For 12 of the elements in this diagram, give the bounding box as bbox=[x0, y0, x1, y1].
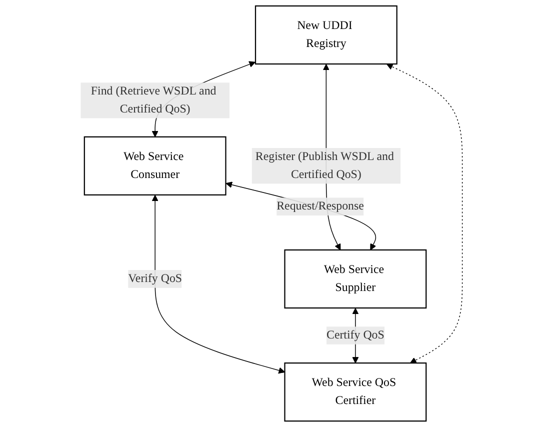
node-box: Web Service Supplier bbox=[284, 249, 427, 309]
edge-label: Register (Publish WSDL and Certified QoS) bbox=[255, 150, 394, 181]
arrow bbox=[226, 182, 376, 250]
edge-label: Request/Response bbox=[276, 200, 364, 213]
node-box: New UDDI Registry bbox=[254, 5, 398, 65]
node-box: Web Service QoS Certifier bbox=[284, 362, 427, 422]
edge-label: Verify QoS bbox=[128, 272, 182, 285]
edge-label: Certify QoS bbox=[326, 328, 384, 342]
node-box: Web Service Consumer bbox=[84, 136, 226, 196]
arrow bbox=[152, 194, 286, 374]
arrow bbox=[386, 64, 463, 364]
edge-label: Find (Retrieve WSDL and Certified QoS) bbox=[90, 84, 216, 116]
